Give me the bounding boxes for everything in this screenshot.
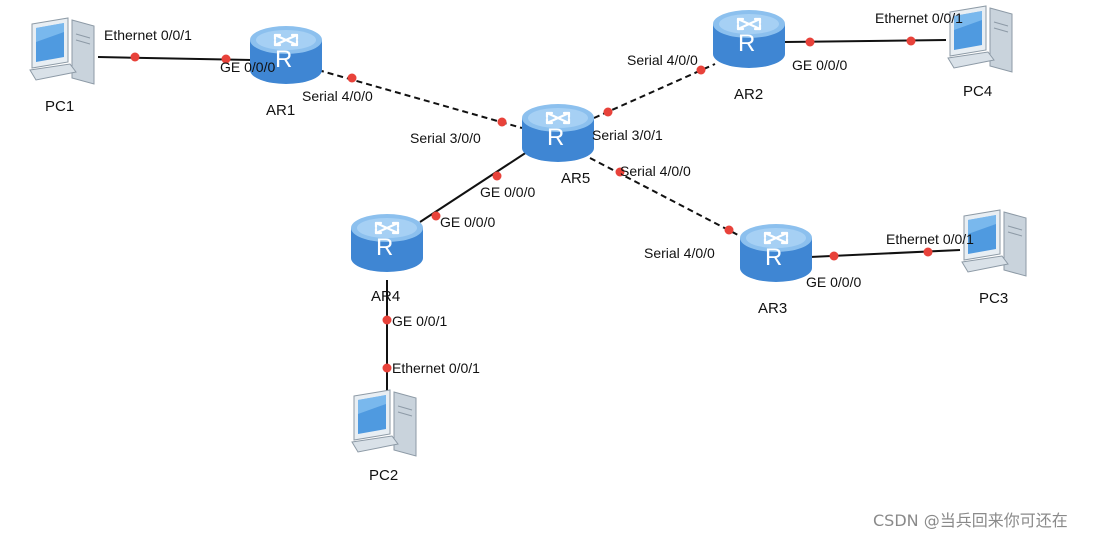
pc-icon [29,17,95,85]
pc-pc1[interactable]: PC1 [29,17,95,115]
port-dot [347,73,357,83]
port-label: GE 0/0/0 [220,59,275,75]
port-label: Ethernet 0/0/1 [886,231,974,247]
router-ar2[interactable]: R AR2 [711,8,787,103]
device-label-pc1: PC1 [45,98,74,115]
port-label: Serial 3/0/1 [592,127,663,143]
port-dot [497,117,507,127]
port-dot [829,251,839,261]
router-ar5[interactable]: R AR5 [520,102,596,187]
device-label-pc3: PC3 [979,290,1008,307]
port-dot [431,211,441,221]
port-label: GE 0/0/0 [806,274,861,290]
port-dot [382,315,392,325]
port-label: GE 0/0/0 [440,214,495,230]
endpoint-dots [130,36,933,373]
port-label: Ethernet 0/0/1 [392,360,480,376]
port-label: Serial 4/0/0 [627,52,698,68]
router-glyph: R [738,30,755,57]
port-label: GE 0/0/1 [392,313,447,329]
port-dot [724,225,734,235]
port-dot [906,36,916,46]
port-label: Serial 4/0/0 [302,88,373,104]
router-glyph: R [547,124,564,151]
port-dot [696,65,706,75]
router-glyph: R [765,244,782,271]
port-label: Serial 4/0/0 [644,245,715,261]
port-dot [130,52,140,62]
pc-icon [351,389,417,457]
pc-pc3[interactable]: PC3 [961,209,1027,307]
router-ar3[interactable]: R AR3 [738,222,814,317]
router-glyph: R [376,234,393,261]
device-label-ar2: AR2 [734,86,763,103]
port-dot [221,54,231,64]
port-dot [805,37,815,47]
pc-pc4[interactable]: PC4 [947,5,1013,100]
device-label-ar4: AR4 [371,288,400,305]
port-dot [923,247,933,257]
port-label: Ethernet 0/0/1 [104,27,192,43]
port-label: Serial 3/0/0 [410,130,481,146]
router-glyph: R [275,46,292,73]
port-label: Serial 4/0/0 [620,163,691,179]
router-ar1[interactable]: R AR1 [248,24,324,119]
device-label-ar3: AR3 [758,300,787,317]
port-label: Ethernet 0/0/1 [875,10,963,26]
device-label-ar1: AR1 [266,102,295,119]
pc-pc2[interactable]: PC2 [351,389,417,484]
watermark: CSDN @当兵回来你可还在 [873,511,1068,530]
port-dot [492,171,502,181]
device-label-pc4: PC4 [963,83,992,100]
router-ar4[interactable]: R AR4 [349,212,425,305]
port-dot [603,107,613,117]
port-label: GE 0/0/0 [480,184,535,200]
device-label-pc2: PC2 [369,467,398,484]
device-label-ar5: AR5 [561,170,590,187]
link-ar5-ar4 [419,149,531,223]
link-ar5-ar2 [593,63,716,119]
port-dot [615,167,625,177]
link-ar5-ar3 [589,157,741,237]
port-label: GE 0/0/0 [792,57,847,73]
port-dot [382,363,392,373]
